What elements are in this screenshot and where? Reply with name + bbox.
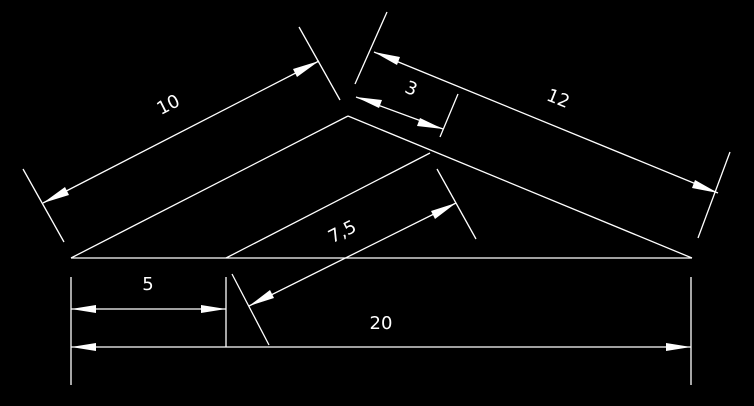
arrowhead [666, 343, 691, 351]
dimension-overall-base: 20 [71, 277, 692, 385]
arrowhead [71, 305, 96, 313]
dimension-left-base-segment: 5 [70, 274, 227, 385]
arrowhead [249, 290, 274, 306]
extension-line [439, 93, 459, 138]
arrowhead [71, 343, 96, 351]
dimension-line [248, 202, 457, 307]
dimension-label: 20 [370, 313, 393, 334]
right-rafter [347, 115, 693, 259]
dimension-label: 3 [402, 77, 420, 101]
inner-strut [225, 152, 431, 259]
arrowhead [201, 305, 226, 313]
dimension-label: 5 [142, 274, 153, 295]
dimension-label: 10 [154, 91, 184, 120]
arrowhead [374, 52, 400, 65]
dimension-label: 7,5 [325, 216, 360, 248]
dimension-left-rafter: 10 [22, 26, 341, 243]
arrowhead [293, 61, 319, 77]
dimension-right-rafter: 12 [354, 11, 731, 239]
arrowhead [43, 187, 69, 203]
dimension-line [42, 60, 320, 204]
extension-line [298, 26, 341, 101]
dimension-label: 12 [544, 85, 573, 113]
arrowhead [417, 118, 443, 129]
arrowhead [692, 180, 718, 193]
left-rafter [70, 115, 349, 259]
arrowhead [431, 203, 456, 219]
dimension-line [373, 51, 719, 194]
dimension-inner-strut: 7,5 [231, 168, 477, 346]
extension-line [231, 273, 270, 346]
extension-line [22, 168, 65, 243]
arrowhead [356, 97, 382, 108]
extension-line [697, 151, 731, 239]
extension-line [354, 11, 388, 85]
dimension-upper-right-segment: 3 [355, 77, 459, 138]
extension-line [436, 168, 477, 240]
